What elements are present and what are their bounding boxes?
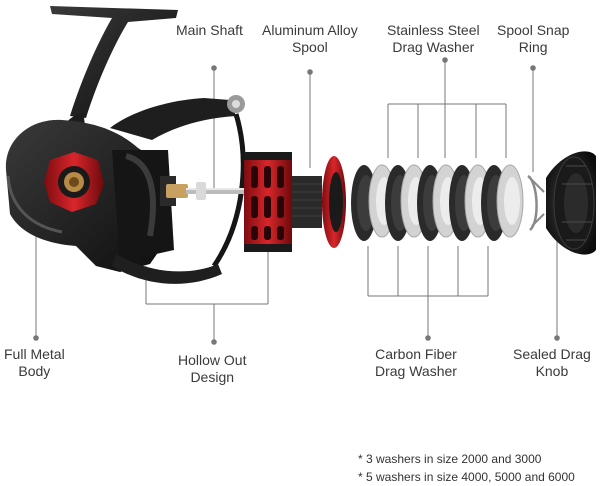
leader-carbon-washer — [367, 246, 489, 341]
label-aluminum-spool: Aluminum Alloy Spool — [262, 22, 358, 55]
leader-stainless-washer — [387, 57, 507, 158]
drag-knob — [546, 151, 596, 255]
label-hollow-out-design: Hollow Out Design — [178, 352, 247, 385]
leader-snap-ring-dot — [530, 65, 536, 71]
label-main-shaft: Main Shaft — [176, 22, 243, 38]
leader-sealed-knob-dot — [554, 335, 560, 341]
label-sealed-knob: Sealed Drag Knob — [513, 346, 591, 379]
leader-hollow-out — [145, 252, 269, 345]
footnote-large-sizes: * 5 washers in size 4000, 5000 and 6000 — [358, 470, 575, 484]
leader-main-shaft-dot — [211, 65, 217, 71]
snap-ring — [527, 174, 545, 231]
label-carbon-washer: Carbon Fiber Drag Washer — [375, 346, 457, 379]
label-stainless-washer: Stainless Steel Drag Washer — [387, 22, 480, 55]
leader-lines — [33, 57, 560, 345]
leader-aluminum-spool-dot — [307, 69, 313, 75]
leader-full-metal-dot — [33, 335, 39, 341]
label-full-metal-body: Full Metal Body — [4, 346, 65, 379]
washer-10 — [496, 164, 524, 238]
aluminum-spool — [244, 152, 346, 252]
drag-washer-stack — [351, 164, 524, 241]
label-spool-snap-ring: Spool Snap Ring — [497, 22, 570, 55]
reel-body — [5, 6, 256, 284]
footnote-small-sizes: * 3 washers in size 2000 and 3000 — [358, 452, 542, 466]
